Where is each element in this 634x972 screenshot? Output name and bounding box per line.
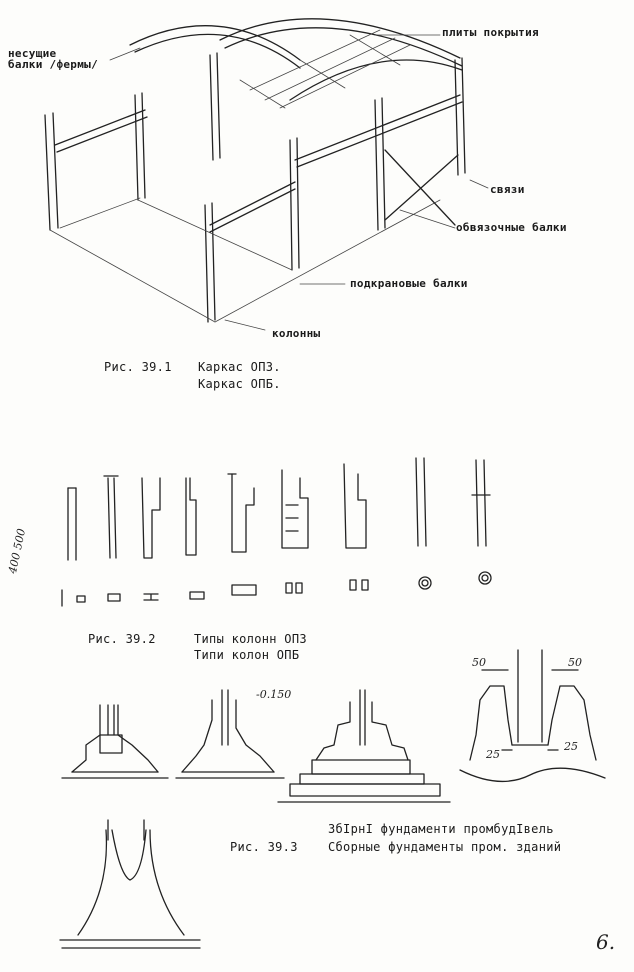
figure-39-2-column-types xyxy=(61,457,492,607)
column-cross-sections xyxy=(76,571,492,603)
caption-39-2-line2: Типи колон ОПБ xyxy=(194,648,300,662)
label-columns: колонны xyxy=(272,327,321,340)
page-number: 6. xyxy=(596,930,616,954)
caption-39-2-number: Рис. 39.2 xyxy=(88,632,156,646)
dim-50-right: 50 xyxy=(568,656,582,669)
foundation-1 xyxy=(61,704,169,779)
caption-39-1-line2: Каркас ОПБ. xyxy=(198,377,281,391)
label-bearing-beams-2: балки /фермы/ xyxy=(8,58,98,71)
label-crane-beams: подкрановые балки xyxy=(350,277,468,290)
figure-39-1-frame-sketch xyxy=(44,18,489,331)
dim-25-left: 25 xyxy=(486,748,500,761)
crane-beams xyxy=(54,94,463,233)
caption-39-1-number: Рис. 39.1 xyxy=(104,360,172,374)
foundation-4 xyxy=(459,649,606,783)
caption-39-1-line1: Каркас ОПЗ. xyxy=(198,360,281,374)
label-roof-slabs: плиты покрытия xyxy=(442,26,539,39)
roof-trusses xyxy=(129,18,463,101)
bracing xyxy=(384,149,459,226)
column-elevations xyxy=(67,457,491,561)
dim-50-left: 50 xyxy=(472,656,486,669)
caption-39-3-line1: ЗбІрнІ фундаменти промбудІвель xyxy=(328,822,554,836)
foundation-3 xyxy=(277,689,451,803)
foundation-5 xyxy=(59,819,201,949)
foundation-2 xyxy=(175,689,285,779)
roof-slabs xyxy=(239,29,411,109)
label-bearing-beams-1: несущие xyxy=(8,47,57,60)
frame-columns xyxy=(44,52,466,323)
label-tie-beams: обвязочные балки xyxy=(456,221,567,234)
leader-lines xyxy=(109,34,489,331)
dim-25-right: 25 xyxy=(564,740,578,753)
caption-39-3-number: Рис. 39.3 xyxy=(230,840,298,854)
label-bracing: связи xyxy=(490,183,525,196)
caption-39-3-line2: Сборные фундаменты пром. зданий xyxy=(328,840,562,854)
dim-elevation: -0.150 xyxy=(256,688,292,701)
caption-39-2-line1: Типы колонн ОПЗ xyxy=(194,632,307,646)
